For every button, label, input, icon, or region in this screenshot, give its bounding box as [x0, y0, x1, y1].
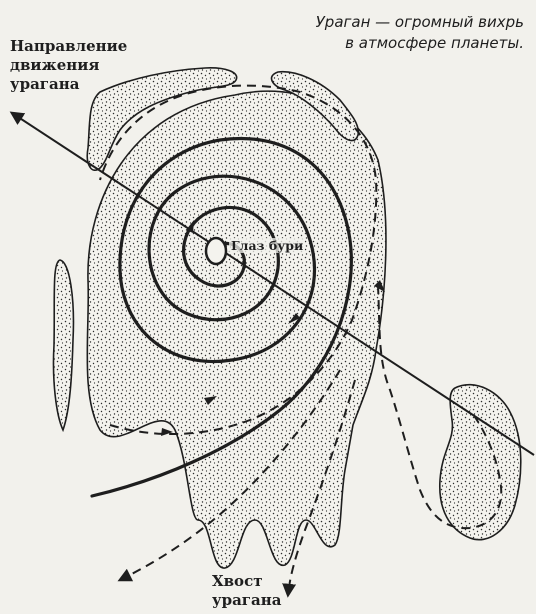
direction-label-line: движения [10, 56, 99, 74]
storm-eye [206, 238, 226, 264]
direction-label: Направление движения урагана [10, 37, 127, 94]
caption-line: Ураган — огромный вихрь [316, 13, 524, 31]
direction-label-line: урагана [10, 75, 79, 93]
tail-label: Хвост урагана [212, 572, 281, 610]
tail-label-line: урагана [212, 591, 281, 609]
tail-label-line: Хвост [212, 572, 263, 590]
left-cloud-strip [53, 260, 73, 430]
caption: Ураган — огромный вихрь в атмосфере план… [316, 12, 524, 54]
caption-line: в атмосфере планеты. [345, 34, 524, 52]
eye-label: Глаз бури [229, 238, 305, 253]
right-cloud-band [440, 385, 521, 540]
direction-label-line: Направление [10, 37, 127, 55]
